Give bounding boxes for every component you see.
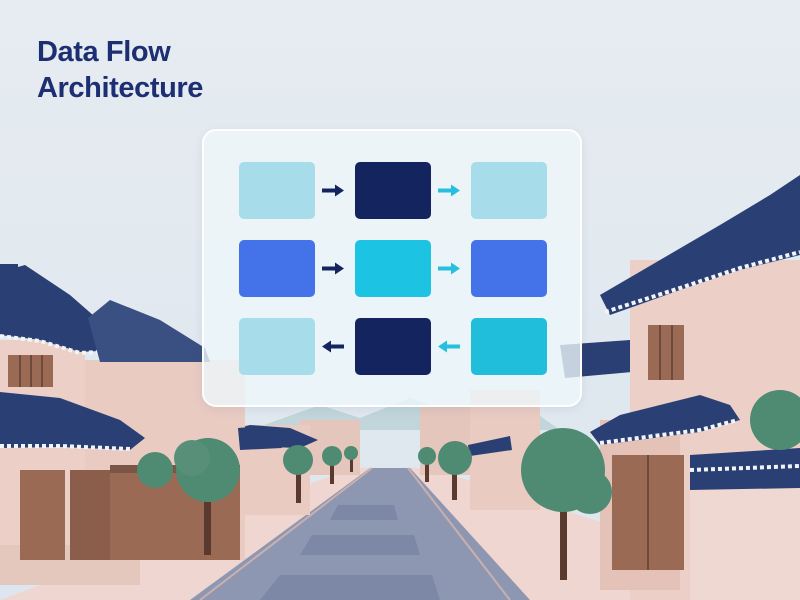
flow-box-r1-c3 <box>471 162 547 219</box>
flow-arrow-left-r3-1 <box>322 340 344 353</box>
left-chimney-cap <box>0 264 18 274</box>
tree-left-large <box>174 438 240 555</box>
curb-left <box>199 467 373 600</box>
road-shade-3 <box>260 575 440 600</box>
title-line-1: Data Flow <box>37 36 171 68</box>
right-roof-top <box>600 175 800 315</box>
road <box>190 468 530 600</box>
right-roof-wall-trim <box>689 464 800 472</box>
left-window-lattice <box>19 355 43 387</box>
flow-box-r1-c2 <box>355 162 431 219</box>
flow-arrow-right-r1-1 <box>322 184 344 197</box>
left-fence-cap <box>110 465 240 473</box>
tree-right-large <box>521 428 612 580</box>
right-roof-door <box>590 395 740 445</box>
flow-box-r2-c3 <box>471 240 547 297</box>
flow-diagram <box>239 162 547 375</box>
tree-left-small <box>322 446 342 484</box>
tree-right-small <box>418 447 436 482</box>
flow-box-r1-c1 <box>239 162 315 219</box>
left-roof-second <box>88 300 210 362</box>
right-wall-low <box>690 470 800 600</box>
tree-left-tiny <box>344 446 358 472</box>
flow-arrow-left-r3-2 <box>438 340 460 353</box>
curb-right <box>407 467 511 600</box>
flow-box-r3-c1 <box>239 318 315 375</box>
road-shade-2 <box>300 535 420 555</box>
right-roof-door-trim <box>599 418 739 445</box>
diagram-panel <box>202 129 582 407</box>
flow-box-r3-c2 <box>355 318 431 375</box>
flow-box-r2-c2 <box>355 240 431 297</box>
right-window-upper <box>648 325 684 380</box>
flow-arrow-right-r2-1 <box>322 262 344 275</box>
left-roof-lower-trim <box>0 444 131 451</box>
left-roof-top <box>0 265 118 352</box>
title-line-2: Architecture <box>37 72 204 104</box>
flow-box-r3-c3 <box>471 318 547 375</box>
road-shade-1 <box>330 505 398 520</box>
page-title: Data Flow Architecture <box>37 34 203 106</box>
left-door <box>20 470 65 560</box>
left-roof-lower <box>0 392 145 450</box>
left-door-2 <box>70 470 110 560</box>
tree-left-corner <box>137 452 173 488</box>
flow-arrow-right-r1-2 <box>438 184 460 197</box>
tree-right-corner <box>750 390 800 450</box>
tree-left-mid <box>283 445 313 503</box>
right-window-lattice <box>659 325 673 380</box>
flow-arrow-right-r2-2 <box>438 262 460 275</box>
right-roof-small <box>468 436 512 456</box>
flow-box-r2-c1 <box>239 240 315 297</box>
left-roof-small <box>238 426 282 450</box>
right-roof-wall <box>690 448 800 490</box>
tree-right-mid <box>438 441 472 500</box>
